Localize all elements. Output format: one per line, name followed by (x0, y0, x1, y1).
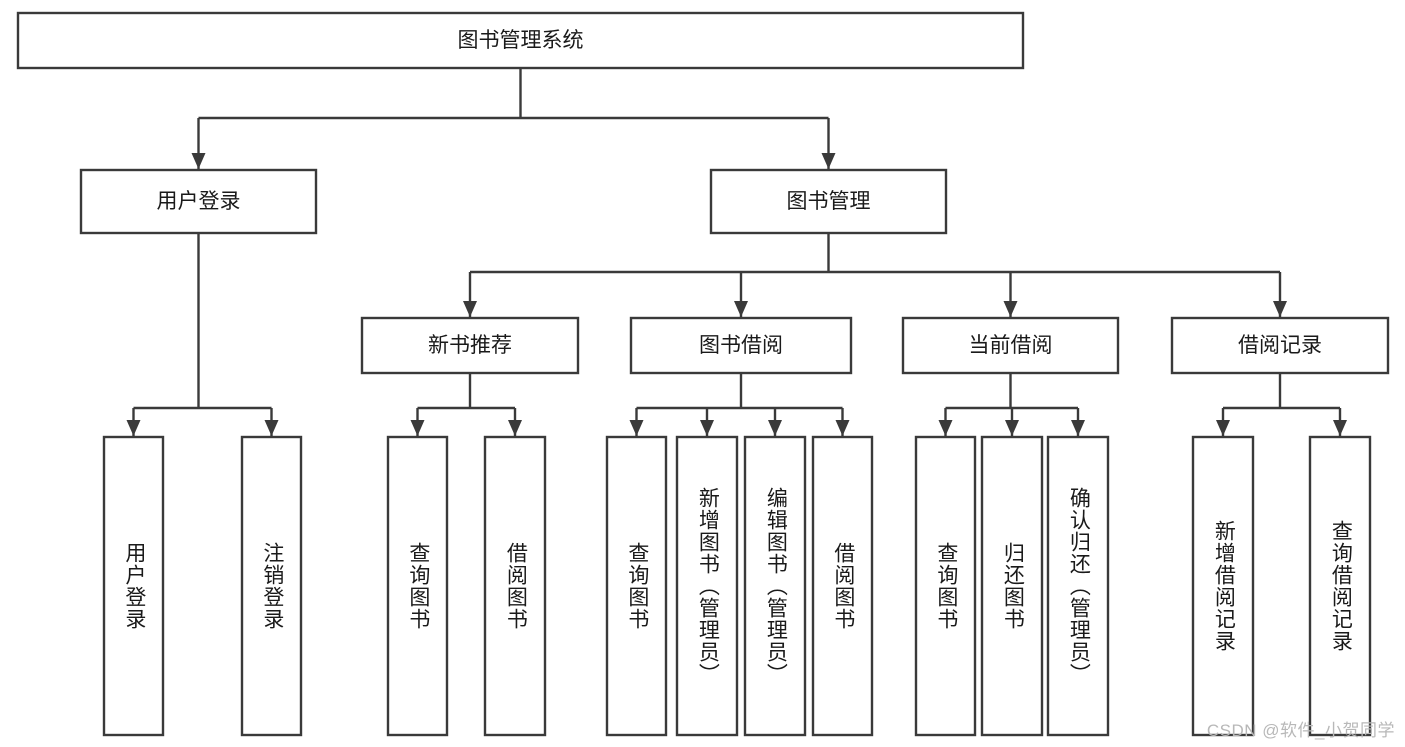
node-box-l7[interactable] (743, 435, 807, 737)
arrow-head (1003, 301, 1018, 317)
node-box-l11[interactable] (1046, 435, 1110, 737)
arrow-head (410, 420, 425, 436)
arrow-head (508, 420, 522, 436)
node-box-records[interactable] (1170, 316, 1390, 375)
arrow-head (768, 420, 782, 436)
node-label-records: 借阅记录 (1238, 334, 1322, 357)
node-box-l3[interactable] (386, 435, 449, 737)
arrow-head (126, 420, 141, 436)
arrow-head (629, 420, 644, 436)
node-box-borrow[interactable] (629, 316, 853, 375)
node-label-borrow: 图书借阅 (699, 334, 783, 357)
arrow-head (191, 153, 206, 169)
node-box-l1[interactable] (102, 435, 165, 737)
arrow-head (264, 420, 279, 436)
node-box-bookmgmt[interactable] (709, 168, 948, 235)
node-label-current: 当前借阅 (969, 334, 1053, 357)
arrow-head (700, 420, 714, 436)
node-box-l10[interactable] (980, 435, 1044, 737)
node-label-bookmgmt: 图书管理 (787, 190, 871, 213)
node-box-l13[interactable] (1308, 435, 1372, 737)
node-box-l4[interactable] (483, 435, 547, 737)
arrow-head (938, 420, 953, 436)
arrow-head (835, 420, 850, 436)
node-box-l12[interactable] (1191, 435, 1255, 737)
node-box-l5[interactable] (605, 435, 668, 737)
arrow-head (821, 153, 836, 169)
node-box-layer (16, 11, 1390, 737)
arrow-head (734, 301, 748, 317)
node-label-login: 用户登录 (157, 190, 241, 213)
node-box-login[interactable] (79, 168, 318, 235)
node-box-sys[interactable] (16, 11, 1025, 70)
node-box-newbook[interactable] (360, 316, 580, 375)
connector-layer (126, 68, 1347, 436)
arrow-head (1333, 420, 1347, 436)
node-box-l8[interactable] (811, 435, 874, 737)
arrow-head (1216, 420, 1230, 436)
arrow-head (1071, 420, 1085, 436)
arrow-head (1273, 301, 1287, 317)
arrow-head (1005, 420, 1019, 436)
watermark: CSDN @软件_小贺同学 (1206, 721, 1395, 740)
node-box-l2[interactable] (240, 435, 303, 737)
node-box-l9[interactable] (914, 435, 977, 737)
node-box-l6[interactable] (675, 435, 739, 737)
node-label-sys: 图书管理系统 (458, 29, 584, 52)
arrow-head (463, 301, 477, 317)
node-label-newbook: 新书推荐 (428, 334, 512, 357)
node-box-current[interactable] (901, 316, 1120, 375)
